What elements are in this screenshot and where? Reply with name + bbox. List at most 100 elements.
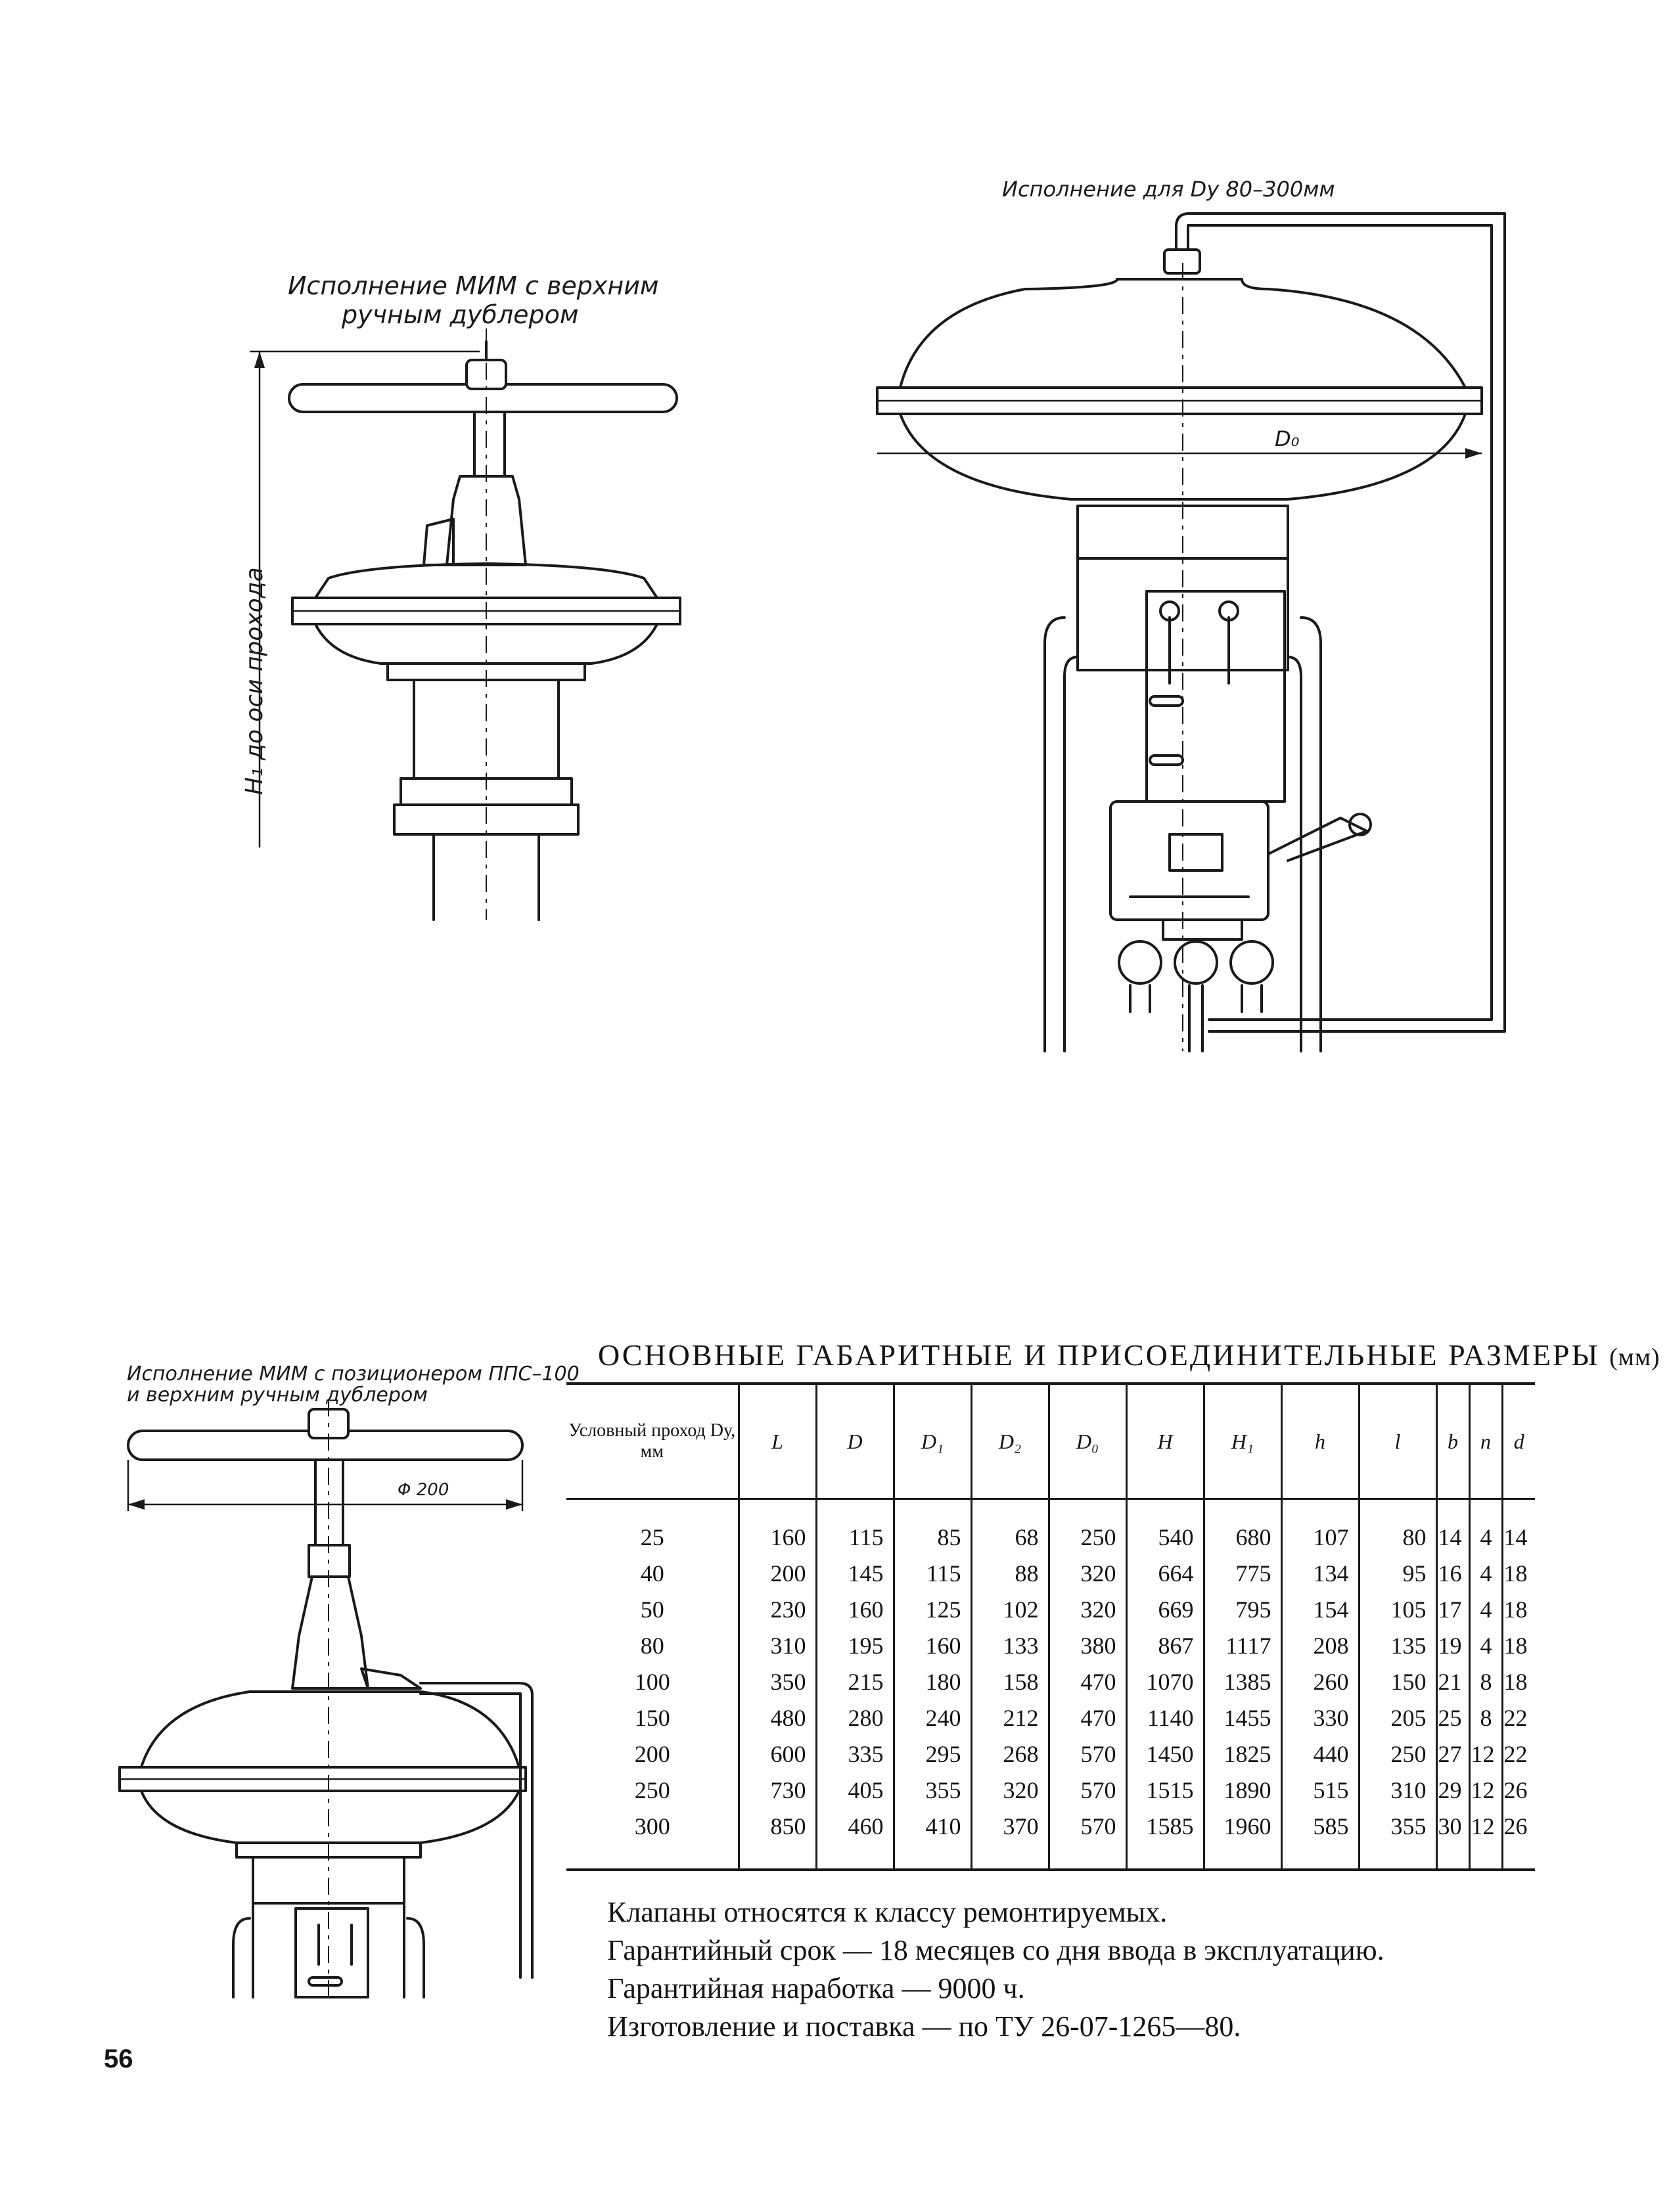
table-header-cell: D₂: [970, 1384, 1049, 1499]
drawing-top-right-actuator: [876, 212, 1506, 1052]
table-cell: 4: [1468, 1627, 1502, 1663]
dimension-label-phi200: Φ 200: [398, 1480, 449, 1500]
table-header-cell: b: [1435, 1384, 1469, 1499]
table-cell: 26: [1501, 1772, 1535, 1808]
caption-bottom-left-line1: Исполнение МИМ с позиционером ППС–100: [127, 1363, 580, 1386]
table-cell: 570: [1047, 1808, 1126, 1870]
table-cell: 16: [1435, 1555, 1469, 1591]
table-cell: 133: [970, 1627, 1049, 1663]
table-cell: 18: [1501, 1591, 1535, 1627]
table-cell: 68: [970, 1499, 1049, 1555]
table-header-cell: l: [1358, 1384, 1436, 1499]
table-title-text: ОСНОВНЫЕ ГАБАРИТНЫЕ И ПРИСОЕДИНИТЕЛЬНЫЕ …: [598, 1338, 1600, 1372]
table-cell: 355: [1358, 1808, 1436, 1870]
caption-top-left-line2: ручным дублером: [342, 300, 579, 329]
table-cell: 240: [892, 1700, 971, 1736]
table-cell: 1890: [1202, 1772, 1281, 1808]
table-cell: 12: [1468, 1808, 1502, 1870]
drawing-top-left-actuator: [250, 328, 681, 921]
note-warranty-hours: Гарантийная наработка — 9000 ч.: [607, 1972, 1025, 2004]
table-cell: 102: [970, 1591, 1049, 1627]
table-cell-nominal-bore: 50: [640, 1596, 664, 1623]
table-cell: 212: [970, 1700, 1049, 1736]
table-cell: 730: [737, 1772, 816, 1808]
table-cell-nominal-bore: 100: [634, 1668, 670, 1695]
table-cell: 355: [892, 1772, 971, 1808]
table-cell: 460: [815, 1808, 894, 1870]
table-cell: 350: [737, 1663, 816, 1700]
table-cell: 14: [1501, 1499, 1535, 1555]
table-cell: 107: [1280, 1499, 1359, 1555]
table-cell: 88: [970, 1555, 1049, 1591]
table-cell-nominal-bore: 250: [634, 1776, 670, 1803]
table-cell: 320: [1047, 1555, 1126, 1591]
table-cell: 1825: [1202, 1736, 1281, 1772]
table-cell: 8: [1468, 1700, 1502, 1736]
table-cell: 515: [1280, 1772, 1359, 1808]
table-cell: 268: [970, 1736, 1049, 1772]
table-cell: 26: [1501, 1808, 1535, 1870]
table-cell: 310: [1358, 1772, 1436, 1808]
table-header-cell: D₁: [892, 1384, 971, 1499]
table-cell: 160: [737, 1499, 816, 1555]
table-cell: 470: [1047, 1700, 1126, 1736]
table-cell: 154: [1280, 1591, 1359, 1627]
table-cell: 250: [1358, 1736, 1436, 1772]
table-header-cell: h: [1280, 1384, 1359, 1499]
table-cell: 1117: [1202, 1627, 1281, 1663]
table-cell: 205: [1358, 1700, 1436, 1736]
table-header-cell: Условный проход Dу, мм: [568, 1420, 736, 1462]
table-cell: 1140: [1125, 1700, 1204, 1736]
drawing-bottom-left-actuator: [118, 1399, 534, 1998]
table-cell: 12: [1468, 1772, 1502, 1808]
table-cell: 4: [1468, 1555, 1502, 1591]
table-cell: 195: [815, 1627, 894, 1663]
note-warranty-period: Гарантийный срок — 18 месяцев со дня вво…: [607, 1934, 1384, 1966]
dimension-label-h1: H₁ до оси прохода: [241, 567, 268, 795]
table-cell: 1515: [1125, 1772, 1204, 1808]
table-cell: 1585: [1125, 1808, 1204, 1870]
table-header-cell: d: [1501, 1384, 1535, 1499]
table-cell: 18: [1501, 1627, 1535, 1663]
table-cell: 85: [892, 1499, 971, 1555]
table-cell: 669: [1125, 1591, 1204, 1627]
table-cell: 280: [815, 1700, 894, 1736]
table-cell: 115: [892, 1555, 971, 1591]
table-cell: 21: [1435, 1663, 1469, 1700]
table-cell: 250: [1047, 1499, 1126, 1555]
table-cell: 1070: [1125, 1663, 1204, 1700]
table-cell-nominal-bore: 150: [634, 1704, 670, 1731]
table-cell-nominal-bore: 80: [640, 1632, 664, 1659]
table-cell: 19: [1435, 1627, 1469, 1663]
table-cell: 145: [815, 1555, 894, 1591]
page-number: 56: [104, 2044, 133, 2073]
table-title: ОСНОВНЫЕ ГАБАРИТНЫЕ И ПРИСОЕДИНИТЕЛЬНЫЕ …: [598, 1338, 1660, 1372]
table-cell: 260: [1280, 1663, 1359, 1700]
table-cell: 200: [737, 1555, 816, 1591]
table-cell: 160: [892, 1627, 971, 1663]
table-cell: 18: [1501, 1663, 1535, 1700]
table-cell: 17: [1435, 1591, 1469, 1627]
table-cell-nominal-bore: 25: [640, 1524, 664, 1550]
table-cell: 295: [892, 1736, 971, 1772]
table-cell-nominal-bore: 300: [634, 1813, 670, 1840]
table-cell: 215: [815, 1663, 894, 1700]
table-cell: 570: [1047, 1772, 1126, 1808]
table-cell: 30: [1435, 1808, 1469, 1870]
table-cell: 18: [1501, 1555, 1535, 1591]
table-cell: 230: [737, 1591, 816, 1627]
table-cell: 470: [1047, 1663, 1126, 1700]
table-cell: 115: [815, 1499, 894, 1555]
table-cell: 4: [1468, 1499, 1502, 1555]
table-cell: 180: [892, 1663, 971, 1700]
table-cell: 105: [1358, 1591, 1436, 1627]
table-header-cell: D₀: [1047, 1384, 1126, 1499]
